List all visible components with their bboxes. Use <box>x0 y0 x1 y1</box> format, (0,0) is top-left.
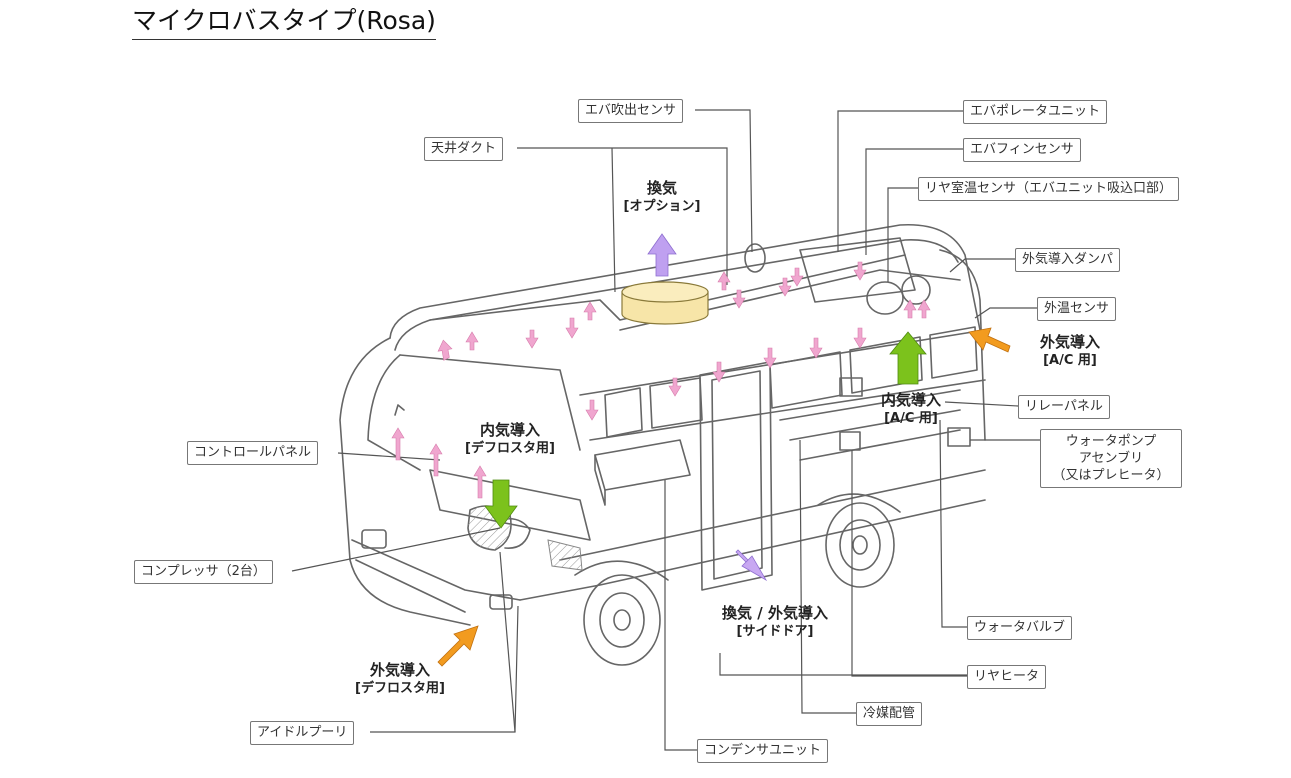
label-compressor: コンプレッサ（2台） <box>134 560 273 584</box>
airflow-arrows-lavender <box>647 233 768 582</box>
airflow-arrows-orange <box>437 327 1011 667</box>
label-rear-room-temp-sensor: リヤ室温センサ（エバユニット吸込口部） <box>918 177 1180 201</box>
label-eva-fin-sensor: エバフィンセンサ <box>963 138 1081 162</box>
flow-ventilation-option-sub: [オプション] <box>623 199 701 214</box>
ceiling-duct-unit <box>621 281 709 325</box>
flow-vent-outside-side-door-title: 換気 / 外気導入 <box>722 604 828 622</box>
flow-outside-air-defroster-title: 外気導入 <box>369 661 430 679</box>
label-ceiling-duct: 天井ダクト <box>424 137 504 161</box>
airflow-arrows-pink <box>391 261 931 499</box>
flow-ventilation-option: 換気 [オプション] <box>612 178 712 216</box>
flow-outside-air-ac: 外気導入 [A/C 用] <box>1025 332 1115 370</box>
leader-lines <box>291 109 1040 751</box>
flow-inside-air-ac-title: 内気導入 <box>880 391 941 409</box>
page-title: マイクロバスタイプ(Rosa) <box>132 6 436 40</box>
label-rear-heater: リヤヒータ <box>967 665 1047 689</box>
flow-inside-air-defroster: 内気導入 [デフロスタ用] <box>455 420 565 458</box>
flow-outside-air-defroster: 外気導入 [デフロスタ用] <box>345 660 455 698</box>
label-relay-panel: リレーパネル <box>1018 395 1110 419</box>
label-water-pump-line1: ウォータポンプ <box>1065 434 1157 449</box>
label-water-valve: ウォータバルブ <box>967 616 1073 640</box>
label-eva-outlet-sensor: エバ吹出センサ <box>578 99 684 123</box>
label-water-pump-line3: （又はプレヒータ） <box>1052 468 1170 483</box>
label-refrigerant-piping: 冷媒配管 <box>856 702 923 726</box>
airflow-arrows-green <box>484 331 927 529</box>
label-outside-temp-sensor: 外温センサ <box>1037 297 1117 321</box>
engine-hatching <box>468 506 583 571</box>
label-condenser-unit: コンデンサユニット <box>697 739 829 763</box>
flow-inside-air-defroster-title: 内気導入 <box>479 421 540 439</box>
label-idle-pulley: アイドルプーリ <box>250 721 355 745</box>
flow-outside-air-ac-sub: [A/C 用] <box>1043 353 1097 368</box>
flow-inside-air-defroster-sub: [デフロスタ用] <box>465 441 555 456</box>
flow-vent-outside-side-door: 換気 / 外気導入 [サイドドア] <box>700 603 850 641</box>
label-water-pump-line2: アセンブリ <box>1078 451 1144 466</box>
label-water-pump: ウォータポンプ アセンブリ （又はプレヒータ） <box>1040 429 1182 488</box>
label-evaporator-unit: エバポレータユニット <box>963 100 1108 124</box>
flow-inside-air-ac: 内気導入 [A/C 用] <box>866 390 956 428</box>
flow-ventilation-option-title: 換気 <box>646 179 677 197</box>
label-outside-air-damper: 外気導入ダンパ <box>1015 248 1121 272</box>
flow-inside-air-ac-sub: [A/C 用] <box>884 411 938 426</box>
flow-outside-air-defroster-sub: [デフロスタ用] <box>355 681 445 696</box>
flow-vent-outside-side-door-sub: [サイドドア] <box>736 624 814 639</box>
label-control-panel: コントロールパネル <box>187 441 319 465</box>
flow-outside-air-ac-title: 外気導入 <box>1039 333 1100 351</box>
